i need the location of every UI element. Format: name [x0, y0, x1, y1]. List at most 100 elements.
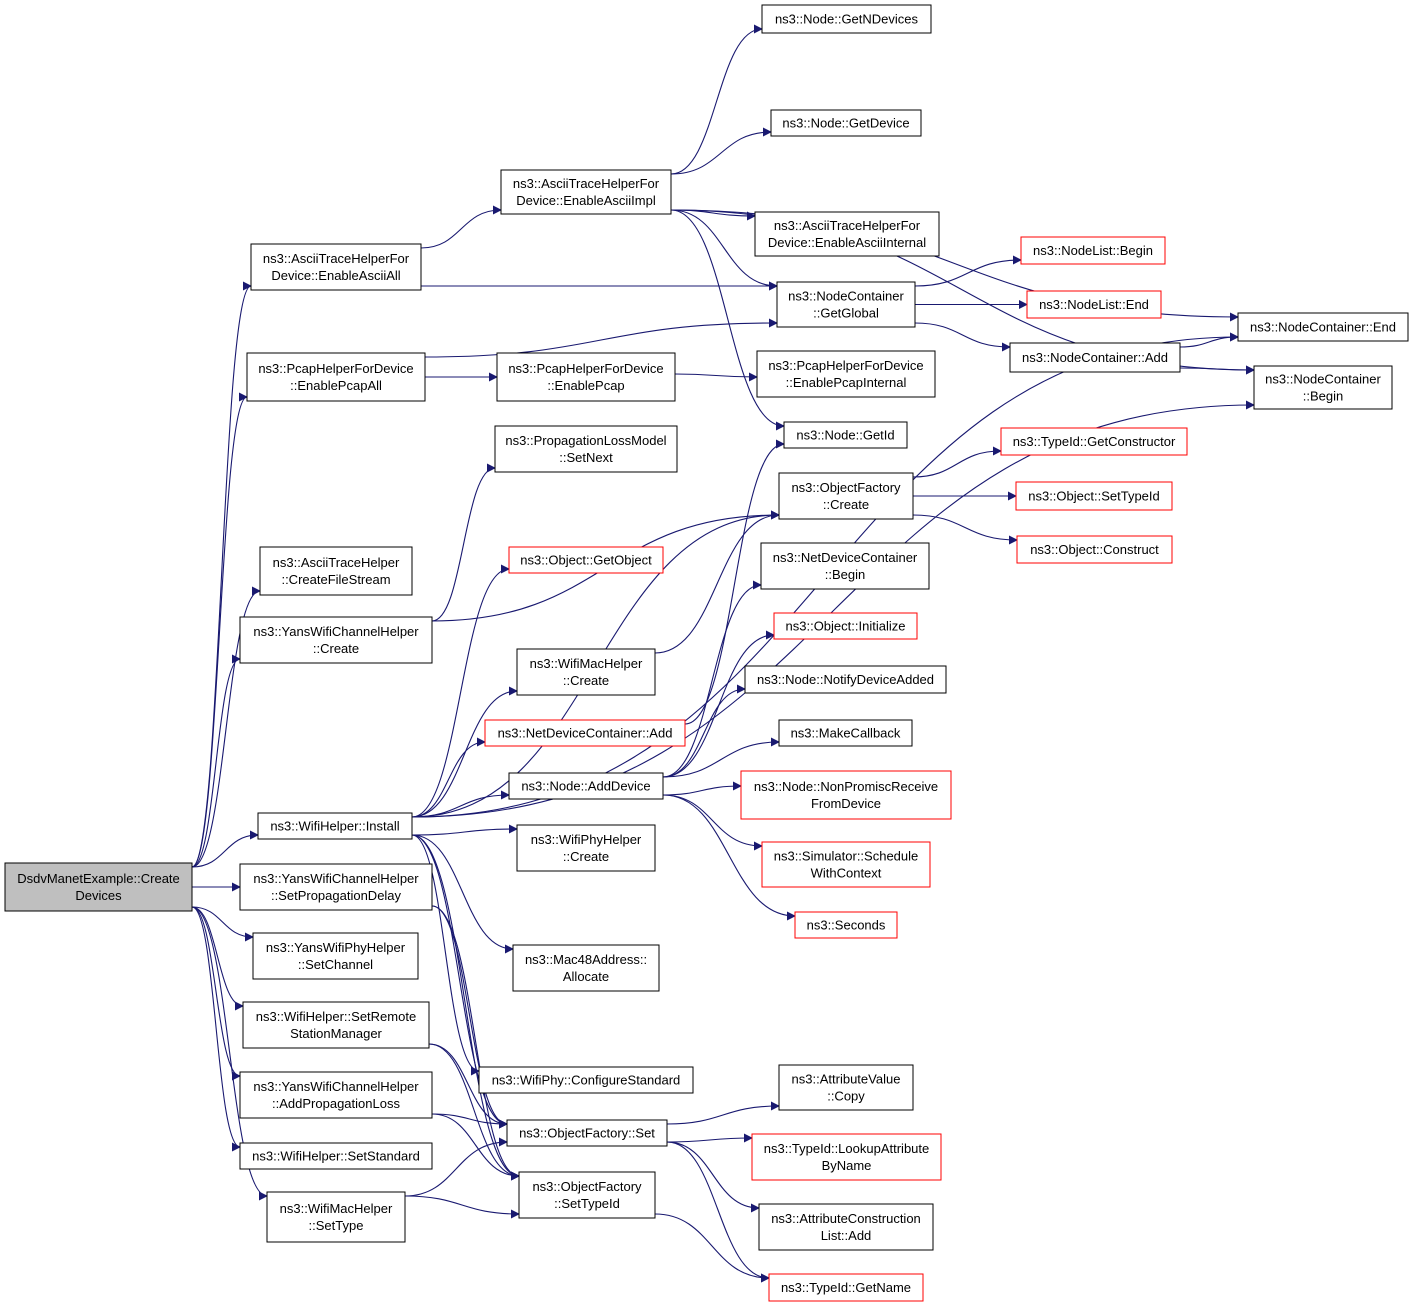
node-yans-chan-create[interactable]: ns3::YansWifiChannelHelper::Create — [239, 616, 433, 664]
node-label: ns3::AsciiTraceHelperFor — [774, 218, 921, 233]
node-tid-get-name[interactable]: ns3::TypeId::GetName — [768, 1273, 924, 1302]
node-nc-get-global[interactable]: ns3::NodeContainer::GetGlobal — [776, 281, 916, 328]
call-edge-of_create-to-tid_get_ctor — [912, 446, 1002, 478]
node-label: ns3::Seconds — [807, 918, 886, 933]
node-pcap-all[interactable]: ns3::PcapHelperForDevice::EnablePcapAll — [246, 352, 426, 402]
call-edge-wifi_install-to-mac48_alloc — [411, 834, 514, 954]
node-label: ns3::YansWifiPhyHelper — [266, 940, 406, 955]
node-create-stream[interactable]: ns3::AsciiTraceHelper::CreateFileStream — [259, 546, 413, 596]
node-box — [740, 770, 952, 820]
node-tid-get-ctor[interactable]: ns3::TypeId::GetConstructor — [1000, 427, 1188, 456]
node-of-set[interactable]: ns3::ObjectFactory::Set — [506, 1119, 668, 1147]
call-edge-ascii_all-to-ascii_impl — [420, 205, 502, 249]
node-label: ns3::AttributeConstruction — [771, 1211, 921, 1226]
node-wifi-install[interactable]: ns3::WifiHelper::Install — [257, 812, 413, 840]
node-label: ns3::Object::Construct — [1030, 542, 1159, 557]
node-obj-construct[interactable]: ns3::Object::Construct — [1016, 535, 1173, 564]
node-mac-create[interactable]: ns3::WifiMacHelper::Create — [516, 648, 656, 696]
node-label: ::SetPropagationDelay — [271, 888, 402, 903]
call-edge-ascii_impl-to-node_get_id — [670, 209, 785, 431]
node-label: ns3::AttributeValue — [792, 1072, 901, 1087]
node-label: ::SetNext — [559, 450, 613, 465]
node-set-channel[interactable]: ns3::YansWifiPhyHelper::SetChannel — [252, 932, 419, 980]
node-label: ns3::AsciiTraceHelperFor — [513, 176, 660, 191]
call-edge-nc_get_global-to-nl_begin — [914, 255, 1022, 287]
node-set-standard[interactable]: ns3::WifiHelper::SetStandard — [239, 1142, 433, 1170]
call-edge-of_set_typeid-to-tid_get_name — [654, 1213, 770, 1283]
node-box — [508, 546, 664, 574]
node-set-prop-delay[interactable]: ns3::YansWifiChannelHelper::SetPropagati… — [239, 863, 433, 911]
node-make-callback[interactable]: ns3::MakeCallback — [778, 719, 913, 747]
node-of-create[interactable]: ns3::ObjectFactory::Create — [778, 472, 914, 520]
node-ndc-begin[interactable]: ns3::NetDeviceContainer::Begin — [760, 542, 930, 590]
node-phy-config-std[interactable]: ns3::WifiPhy::ConfigureStandard — [478, 1066, 694, 1094]
node-box — [1015, 481, 1173, 511]
node-enable-pcap[interactable]: ns3::PcapHelperForDevice::EnablePcap — [496, 352, 676, 402]
node-box — [768, 1273, 924, 1302]
node-label: ns3::WifiHelper::SetRemote — [256, 1009, 416, 1024]
node-box — [1009, 342, 1181, 373]
node-node-notify[interactable]: ns3::Node::NotifyDeviceAdded — [744, 665, 947, 694]
node-box — [257, 812, 413, 840]
node-pcap-internal[interactable]: ns3::PcapHelperForDevice::EnablePcapInte… — [756, 350, 936, 398]
node-box — [239, 1071, 433, 1119]
node-label: ns3::NodeContainer::End — [1250, 320, 1396, 335]
node-box — [4, 862, 193, 912]
node-label: Device::EnableAsciiImpl — [516, 193, 656, 208]
node-box — [516, 648, 656, 696]
node-get-object[interactable]: ns3::Object::GetObject — [508, 546, 664, 574]
node-label: StationManager — [290, 1026, 382, 1041]
node-box — [506, 1119, 668, 1147]
node-nc-add[interactable]: ns3::NodeContainer::Add — [1009, 342, 1181, 373]
call-edge-of_set-to-tid_lookup — [666, 1133, 753, 1143]
node-mac-set-type[interactable]: ns3::WifiMacHelper::SetType — [266, 1191, 406, 1243]
node-label: ns3::Node::NotifyDeviceAdded — [757, 672, 934, 687]
node-of-set-typeid[interactable]: ns3::ObjectFactory::SetTypeId — [518, 1171, 656, 1219]
node-attr-copy[interactable]: ns3::AttributeValue::Copy — [778, 1064, 914, 1111]
node-mac48-alloc[interactable]: ns3::Mac48Address::Allocate — [512, 944, 660, 992]
node-ascii-impl[interactable]: ns3::AsciiTraceHelperForDevice::EnableAs… — [500, 169, 672, 215]
node-label: ns3::Node::GetNDevices — [775, 12, 919, 27]
node-box — [1000, 427, 1188, 456]
node-phy-create[interactable]: ns3::WifiPhyHelper::Create — [516, 824, 656, 872]
node-node-get-ndev[interactable]: ns3::Node::GetNDevices — [761, 4, 932, 34]
node-ascii-all[interactable]: ns3::AsciiTraceHelperForDevice::EnableAs… — [250, 243, 422, 291]
call-edge-of_create-to-obj_construct — [912, 514, 1018, 545]
node-label: ns3::ObjectFactory::Set — [519, 1126, 655, 1141]
node-label: ns3::Node::AddDevice — [521, 779, 650, 794]
call-edge-node_add_device-to-ndc_begin — [662, 580, 762, 778]
node-node-get-device[interactable]: ns3::Node::GetDevice — [770, 109, 922, 137]
node-obj-set-tid[interactable]: ns3::Object::SetTypeId — [1015, 481, 1173, 511]
node-seconds[interactable]: ns3::Seconds — [794, 911, 898, 939]
node-ndc-add[interactable]: ns3::NetDeviceContainer::Add — [484, 719, 686, 747]
node-nl-begin[interactable]: ns3::NodeList::Begin — [1020, 236, 1166, 265]
node-label: ::SetChannel — [298, 957, 373, 972]
node-nl-end[interactable]: ns3::NodeList::End — [1026, 290, 1162, 319]
call-edge-node_add_device-to-make_callback — [662, 737, 780, 778]
node-node-add-device[interactable]: ns3::Node::AddDevice — [508, 772, 664, 800]
call-edge-wifi_install-to-ndc_add — [411, 737, 486, 818]
node-box — [1253, 365, 1393, 410]
node-prop-set-next[interactable]: ns3::PropagationLossModel::SetNext — [494, 425, 678, 473]
call-edge-pcap_all-to-nc_get_global — [424, 318, 778, 358]
node-label: ns3::WifiPhy::ConfigureStandard — [492, 1073, 681, 1088]
node-node-get-id[interactable]: ns3::Node::GetId — [783, 421, 908, 449]
node-ascii-internal[interactable]: ns3::AsciiTraceHelperForDevice::EnableAs… — [754, 211, 940, 257]
node-add-prop-loss[interactable]: ns3::YansWifiChannelHelper::AddPropagati… — [239, 1071, 433, 1119]
node-label: ::Copy — [827, 1089, 865, 1104]
node-nc-begin[interactable]: ns3::NodeContainer::Begin — [1253, 365, 1393, 410]
node-label: ::Create — [823, 497, 869, 512]
node-obj-init[interactable]: ns3::Object::Initialize — [773, 612, 918, 640]
node-box — [778, 719, 913, 747]
node-label: ns3::ObjectFactory — [532, 1179, 642, 1194]
node-nc-end[interactable]: ns3::NodeContainer::End — [1237, 312, 1409, 342]
node-box — [783, 421, 908, 449]
node-box — [239, 863, 433, 911]
node-box — [744, 665, 947, 694]
